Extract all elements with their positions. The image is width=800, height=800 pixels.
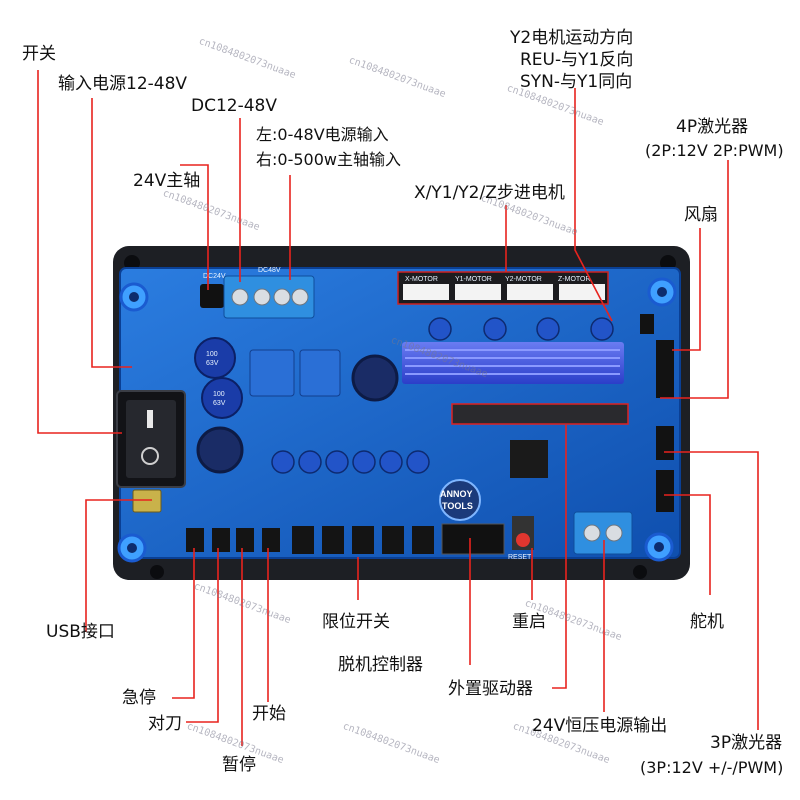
label-pause: 暂停: [222, 755, 256, 775]
silk-dc48v: DC48V: [258, 267, 281, 274]
label-offline-controller: 脱机控制器: [338, 655, 423, 675]
label-y2-syn: SYN-与Y1同向: [520, 72, 633, 92]
screw-terminal-power: [223, 275, 315, 319]
svg-text:Y2-MOTOR: Y2-MOTOR: [505, 276, 542, 283]
callout-line-servo: [664, 494, 711, 595]
label-reset: 重启: [512, 612, 546, 632]
external-driver-headers: [451, 403, 629, 425]
inductor: [196, 426, 244, 474]
svg-text:ANNOY: ANNOY: [440, 489, 473, 499]
label-tool-setting: 对刀: [148, 714, 182, 734]
callout-line-fan: [672, 228, 701, 351]
label-y2-direction: Y2电机运动方向: [510, 28, 634, 48]
stepper-motor-headers: X-MOTOR Y1-MOTOR Y2-MOTOR Z-MOTOR: [397, 271, 609, 305]
label-fan: 风扇: [684, 205, 718, 225]
callout-line-external-driver: [552, 425, 567, 689]
spindle-24v-connector: [200, 284, 224, 308]
electrolytic-capacitor: 100 63V: [194, 337, 236, 379]
svg-text:100: 100: [213, 391, 225, 398]
label-24v-spindle: 24V主轴: [133, 171, 201, 191]
svg-text:TOOLS: TOOLS: [442, 501, 473, 511]
plate-hole: [150, 565, 164, 579]
bottom-button-headers: [186, 528, 280, 552]
label-start: 开始: [252, 704, 286, 724]
label-terminal-right: 右:0-500w主轴输入: [256, 150, 401, 169]
reset-button: RESET: [508, 516, 534, 561]
inductor: [351, 354, 399, 402]
driver-chip: [510, 440, 548, 478]
small-capacitors: [271, 317, 614, 474]
label-external-driver: 外置驱动器: [448, 679, 533, 699]
callout-line-24v-spindle: [180, 164, 209, 290]
callout-line-4p-laser: [660, 160, 729, 399]
callout-line-estop: [172, 548, 195, 699]
silk-dc24v: DC24V: [203, 273, 226, 280]
mosfet: [299, 349, 341, 397]
label-4p-laser-title: 4P激光器: [676, 117, 749, 137]
svg-text:RESET: RESET: [508, 554, 532, 561]
svg-text:Y1-MOTOR: Y1-MOTOR: [455, 276, 492, 283]
callout-line-3p-laser: [664, 451, 759, 730]
limit-switch-headers: [292, 526, 434, 554]
label-limit-switch: 限位开关: [322, 612, 390, 632]
label-psu-24v: 24V恒压电源输出: [532, 716, 668, 736]
power-rocker-switch: [116, 390, 186, 488]
svg-text:Z-MOTOR: Z-MOTOR: [558, 276, 591, 283]
label-stepper: X/Y1/Y2/Z步进电机: [414, 183, 565, 203]
label-switch: 开关: [22, 44, 56, 64]
heatsink: [402, 342, 624, 384]
callout-line-usb: [85, 499, 152, 632]
standoff: [644, 532, 674, 562]
svg-text:63V: 63V: [213, 400, 226, 407]
label-y2-reu: REU-与Y1反向: [520, 50, 634, 70]
callout-line-tool-setting: [186, 548, 219, 723]
electrolytic-capacitor: 100 63V: [201, 377, 243, 419]
svg-text:100: 100: [206, 351, 218, 358]
label-power-input: 输入电源12-48V: [58, 74, 188, 94]
callout-line-y2-direction: [574, 88, 613, 322]
label-dc-input: DC12-48V: [191, 96, 277, 116]
offline-controller-header: [441, 523, 505, 555]
standoff: [119, 282, 149, 312]
label-servo: 舵机: [690, 612, 724, 632]
usb-port: [132, 489, 162, 513]
svg-text:X-MOTOR: X-MOTOR: [405, 276, 438, 283]
brand-logo: ANNOY TOOLS: [439, 479, 481, 521]
label-terminal-left: 左:0-48V电源输入: [256, 125, 389, 144]
standoff: [117, 533, 147, 563]
standoff: [647, 277, 677, 307]
callout-line-power-input: [91, 98, 132, 368]
svg-text:63V: 63V: [206, 360, 219, 367]
label-3p-laser-spec: (3P:12V +/-/PWM): [640, 758, 784, 777]
callout-line-switch: [37, 70, 122, 434]
label-3p-laser-title: 3P激光器: [710, 733, 783, 753]
psu-24v-terminal: [573, 511, 633, 555]
label-4p-laser-spec: (2P:12V 2P:PWM): [645, 141, 784, 160]
mosfet: [249, 349, 295, 397]
plate-hole: [633, 565, 647, 579]
label-estop: 急停: [122, 688, 156, 708]
label-usb: USB接口: [46, 622, 115, 642]
